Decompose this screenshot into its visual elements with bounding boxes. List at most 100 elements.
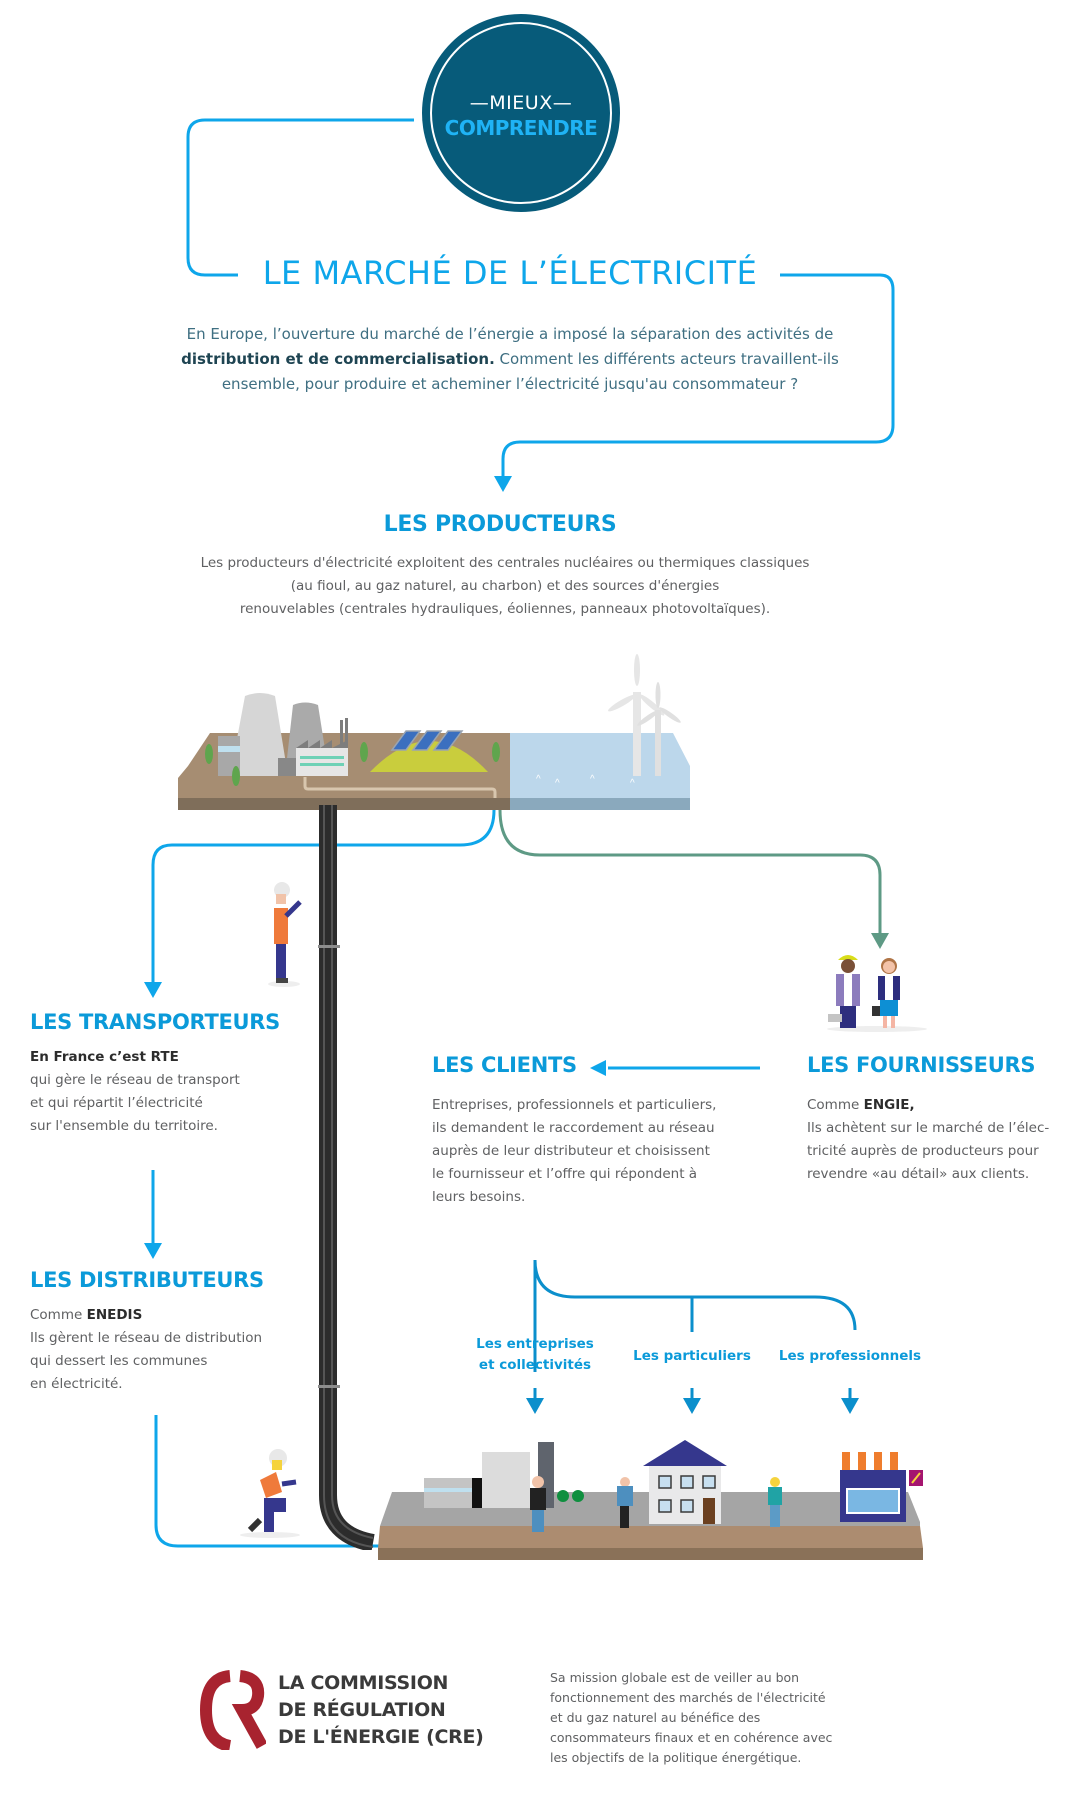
- vest: [260, 1472, 282, 1498]
- arrow-head-distributeurs: [144, 1243, 162, 1259]
- transporteurs-bold: En France c’est RTE: [30, 1049, 179, 1065]
- badge-top-text: —MIEUX—: [469, 92, 573, 114]
- tree: [492, 742, 500, 762]
- connector-to-transporteurs: [151, 809, 496, 983]
- fournisseurs-line: Ils achètent sur le marché de l’élec-: [807, 1120, 1050, 1136]
- category-professionnels: Les professionnels: [778, 1348, 922, 1364]
- tree: [205, 744, 213, 764]
- industrial-building: [424, 1478, 472, 1508]
- cooling-tower: [230, 693, 288, 776]
- connector-to-fournisseurs: [498, 809, 882, 935]
- clients-line: auprès de leur distributeur et choisisse…: [432, 1143, 710, 1159]
- distributeurs-line: qui dessert les communes: [30, 1353, 208, 1369]
- transmission-cable-illustration: [318, 805, 375, 1550]
- fournisseurs-line: tricité auprès de producteurs pour: [807, 1143, 1039, 1159]
- arrow-head-professionnels: [841, 1398, 859, 1414]
- hill: [370, 741, 488, 772]
- production-landscape-illustration: ^ ^ ^ ^: [178, 654, 690, 810]
- distributeurs-bold: ENEDIS: [86, 1307, 143, 1323]
- transporteurs-text: En France c’est RTE qui gère le réseau d…: [30, 1046, 290, 1138]
- arrow-head-producers: [494, 476, 512, 492]
- cre-text-line: fonctionnement des marchés de l'électric…: [550, 1690, 826, 1705]
- intro-line-3: ensemble, pour produire et acheminer l’é…: [221, 375, 799, 393]
- cre-mission-text: Sa mission globale est de veiller au bon…: [550, 1668, 880, 1768]
- suppliers-illustration: [827, 955, 927, 1032]
- connector-badge-title: [186, 118, 414, 277]
- clients-line: leurs besoins.: [432, 1189, 526, 1205]
- wind-turbine: [637, 682, 681, 776]
- category-particuliers: Les particuliers: [633, 1348, 751, 1364]
- clients-heading: LES CLIENTS: [432, 1053, 577, 1077]
- producteurs-text: Les producteurs d'électricité exploitent…: [150, 552, 860, 621]
- arrow-head-entreprises: [526, 1398, 544, 1414]
- underground-cable: [303, 777, 497, 798]
- fournisseurs-bold: ENGIE,: [863, 1097, 915, 1113]
- cre-text-line: et du gaz naturel au bénéfice des: [550, 1710, 761, 1725]
- wave: ^: [536, 774, 541, 785]
- cre-title-line: DE L'ÉNERGIE (CRE): [278, 1726, 484, 1748]
- cre-text-line: Sa mission globale est de veiller au bon: [550, 1670, 800, 1685]
- hard-hat: [838, 955, 858, 960]
- solar-panel: [411, 730, 443, 751]
- chimney: [345, 718, 348, 748]
- clients-line: ils demandent le raccordement au réseau: [432, 1120, 715, 1136]
- badge-bottom-text: COMPRENDRE: [444, 116, 598, 140]
- door: [703, 1498, 715, 1524]
- clients-line: Entreprises, professionnels et particuli…: [432, 1097, 717, 1113]
- house-roof: [643, 1440, 727, 1466]
- arrow-head-transporteurs: [144, 982, 162, 998]
- water-top: [510, 733, 690, 798]
- kneeling-technician-illustration: [240, 1449, 300, 1538]
- badge-ring: [430, 22, 612, 204]
- cre-title-line: LA COMMISSION: [278, 1672, 449, 1694]
- cre-title: LA COMMISSION DE RÉGULATION DE L'ÉNERGIE…: [278, 1670, 484, 1751]
- distributeurs-line: en électricité.: [30, 1376, 123, 1392]
- technician-illustration: [268, 882, 302, 987]
- wave: ^: [590, 774, 595, 785]
- land-side: [378, 1548, 923, 1560]
- distributeurs-prefix: Comme: [30, 1307, 87, 1323]
- intro-bold: distribution et de commercialisation.: [181, 350, 495, 368]
- land-side: [178, 798, 513, 810]
- intro-line-1: En Europe, l’ouverture du marché de l’én…: [186, 325, 834, 343]
- transporteurs-line: sur l'ensemble du territoire.: [30, 1118, 218, 1134]
- toolbox: [828, 1014, 842, 1022]
- tree: [232, 766, 240, 786]
- wave: ^: [630, 778, 635, 789]
- arrow-head-particuliers: [683, 1398, 701, 1414]
- chimney: [340, 720, 343, 748]
- shop-awning: [838, 1452, 908, 1470]
- distributeurs-text: Comme ENEDIS Ils gèrent le réseau de dis…: [30, 1304, 290, 1396]
- tree: [360, 742, 368, 762]
- transporteurs-heading: LES TRANSPORTEURS: [30, 1010, 280, 1034]
- intro-line-2-rest: Comment les différents acteurs travaille…: [494, 350, 839, 368]
- producteurs-line: renouvelables (centrales hydrauliques, é…: [239, 601, 771, 617]
- tree: [572, 1490, 584, 1502]
- intro-line-2: distribution et de commercialisation. Co…: [160, 347, 860, 372]
- connector-title-producers: [501, 273, 895, 478]
- clients-line: le fournisseur et l’offre qui répondent …: [432, 1166, 698, 1182]
- connector-distributeurs-ground: [154, 1415, 385, 1548]
- transporteurs-line: et qui répartit l’électricité: [30, 1095, 203, 1111]
- tree: [557, 1490, 569, 1502]
- consumers-landscape-illustration: [378, 1440, 923, 1560]
- solar-panel: [432, 730, 464, 751]
- clients-text: Entreprises, professionnels et particuli…: [432, 1094, 762, 1209]
- vest: [274, 908, 288, 944]
- producteurs-line: Les producteurs d'électricité exploitent…: [200, 555, 810, 571]
- category-label: et collectivités: [478, 1357, 592, 1373]
- fournisseurs-text: Comme ENGIE, Ils achètent sur le marché …: [807, 1094, 1067, 1186]
- arrow-head-fournisseurs: [871, 933, 889, 949]
- briefcase: [872, 1006, 880, 1016]
- water-side: [510, 798, 690, 810]
- distributeurs-heading: LES DISTRIBUTEURS: [30, 1268, 264, 1292]
- cre-title-line: DE RÉGULATION: [278, 1699, 446, 1721]
- producteurs-heading: LES PRODUCTEURS: [383, 512, 617, 537]
- cre-text-line: les objectifs de la politique énergétiqu…: [550, 1750, 802, 1765]
- producteurs-line: (au fioul, au gaz naturel, au charbon) e…: [290, 578, 720, 594]
- transporteurs-line: qui gère le réseau de transport: [30, 1072, 240, 1088]
- page-title: LE MARCHÉ DE L’ÉLECTRICITÉ: [262, 254, 758, 292]
- wave: ^: [555, 778, 560, 789]
- fournisseurs-prefix: Comme: [807, 1097, 864, 1113]
